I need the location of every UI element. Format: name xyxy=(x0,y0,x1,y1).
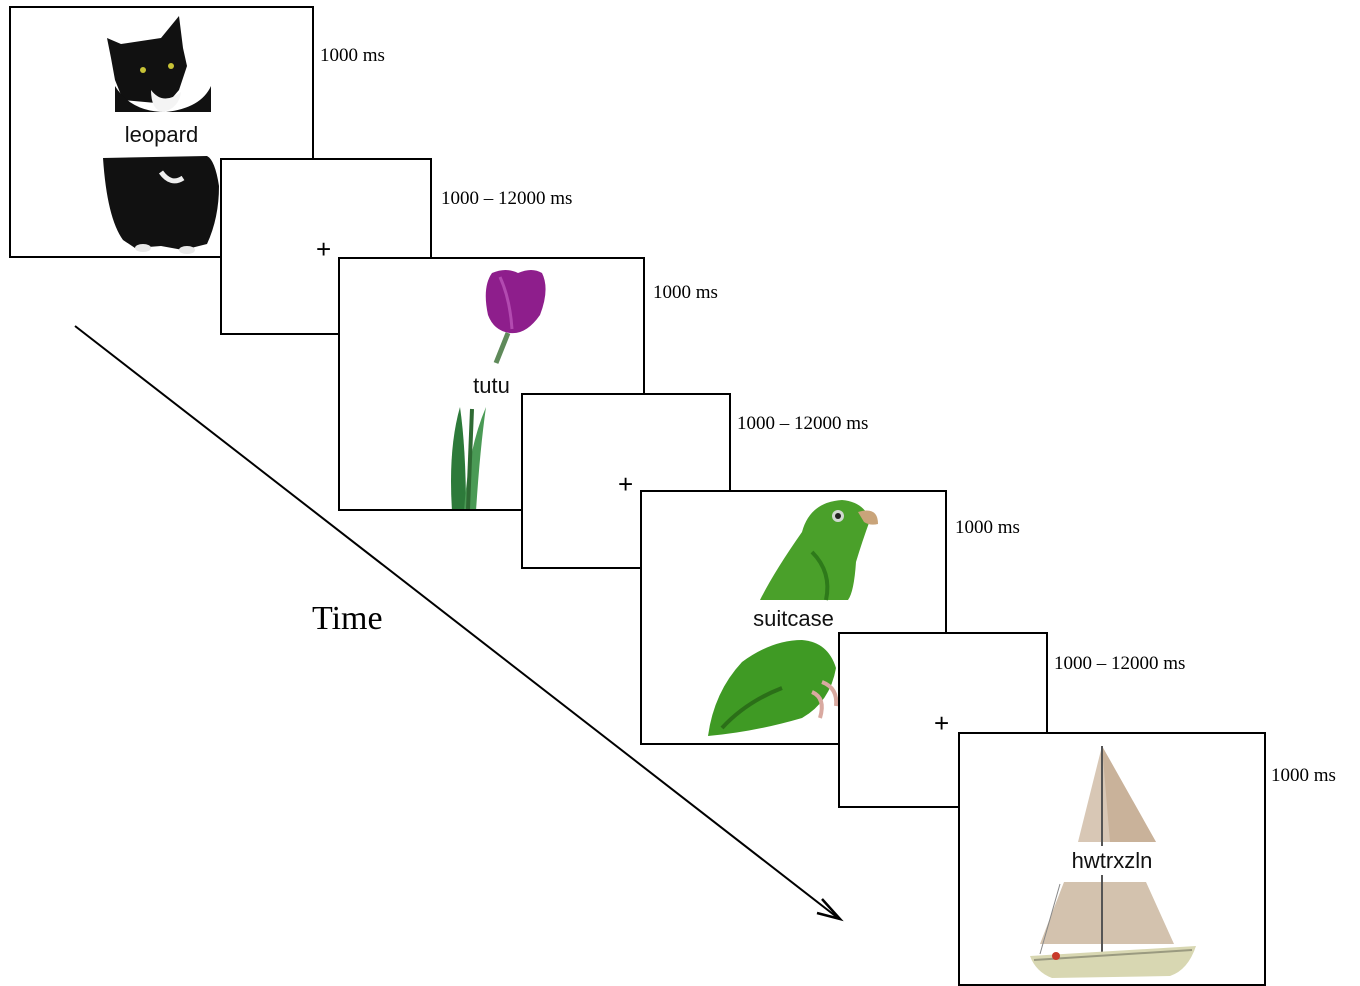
duration-label-7: 1000 ms xyxy=(1271,765,1336,786)
time-label: Time xyxy=(312,600,383,637)
duration-label-6: 1000 – 12000 ms xyxy=(1054,653,1186,674)
parrot-icon xyxy=(708,500,878,736)
duration-label-5: 1000 ms xyxy=(955,517,1020,538)
duration-label-1: 1000 ms xyxy=(320,45,385,66)
stimulus-frame-4: hwtrxzln xyxy=(958,732,1266,986)
duration-label-4: 1000 – 12000 ms xyxy=(737,413,869,434)
cat-icon xyxy=(103,16,219,254)
duration-label-3: 1000 ms xyxy=(653,282,718,303)
stimulus-word-4: hwtrxzln xyxy=(960,846,1264,875)
fixation-cross-3: + xyxy=(934,708,950,738)
stimulus-word-3: suitcase xyxy=(642,604,945,633)
stimulus-word-2: tutu xyxy=(340,371,643,400)
tulip-icon xyxy=(451,270,546,509)
stimulus-frame-1: leopard xyxy=(9,6,314,258)
duration-label-2: 1000 – 12000 ms xyxy=(441,188,573,209)
fixation-cross-1: + xyxy=(316,234,332,264)
fixation-cross-2: + xyxy=(618,469,634,499)
stimulus-word-1: leopard xyxy=(11,120,312,149)
sailboat-icon xyxy=(1030,746,1196,978)
